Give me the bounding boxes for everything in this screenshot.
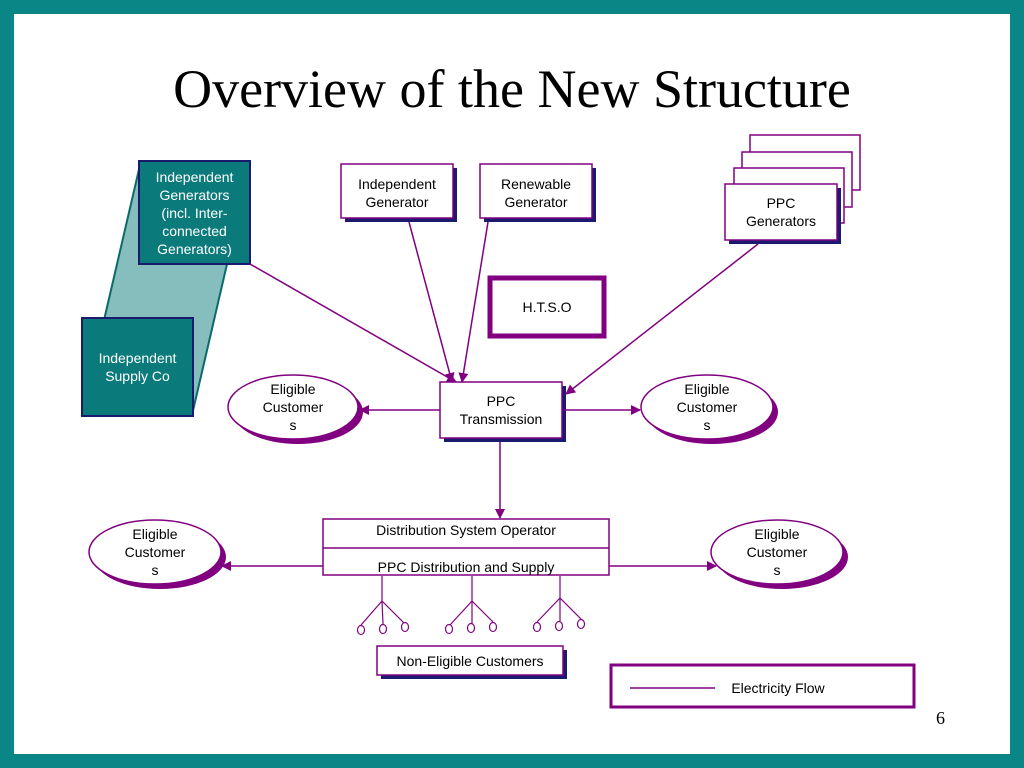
dso-label: Distribution System Operator — [376, 522, 556, 538]
renewable-generator-box — [479, 163, 593, 219]
eligible-customers-left-top — [227, 374, 359, 440]
ppc-generators-box — [724, 183, 838, 241]
ppc-distribution-label: PPC Distribution and Supply — [377, 559, 555, 575]
independent-supply-label: Independent Supply Co — [98, 350, 177, 384]
non-eligible-box — [376, 645, 564, 676]
legend-electricity-flow-label: Electricity Flow — [731, 680, 825, 696]
renewable-generator-label: Renewable Generator — [500, 176, 572, 210]
independent-generators-box — [138, 160, 251, 265]
flow-arrow-indep-gens-to-transmission — [249, 263, 457, 383]
flow-arrow-ppc-gens-to-transmission — [565, 243, 759, 395]
independent-generator-label: Independent Generator — [358, 176, 436, 210]
flow-arrow-indep-generator-to-transmission — [408, 221, 455, 383]
eligible-customers-right-top-label: Eligible Customer s — [676, 381, 738, 433]
slide-title: Overview of the New Structure — [173, 59, 851, 119]
eligible-customers-left-top-label: Eligible Customer s — [262, 381, 324, 433]
htso-box — [487, 275, 607, 339]
distribution-box — [322, 518, 610, 576]
eligible-customers-left-bottom-label: Eligible Customer s — [124, 526, 186, 578]
customer-tree-2-icon — [444, 576, 498, 635]
non-eligible-label: Non-Eligible Customers — [396, 652, 544, 669]
eligible-customers-right-top — [640, 374, 774, 440]
eligible-customers-right-bottom-label: Eligible Customer s — [746, 526, 808, 578]
customer-tree-3-icon — [532, 576, 586, 633]
ppc-transmission-box — [439, 381, 563, 439]
htso-label: H.T.S.O — [522, 299, 572, 315]
independent-generators-label: Independent Generators (incl. Inter- con… — [155, 168, 234, 257]
independent-generator-box — [340, 163, 454, 219]
ppc-transmission-label: PPC Transmission — [459, 393, 543, 427]
customer-tree-1-icon — [356, 576, 410, 636]
legend-box — [609, 663, 916, 709]
eligible-customers-right-bottom — [710, 519, 844, 585]
ppc-generators-label: PPC Generators — [745, 195, 817, 229]
independent-supply-box — [81, 317, 194, 417]
page-number: 6 — [936, 708, 945, 728]
flow-arrow-renewable-to-transmission — [458, 221, 489, 383]
eligible-customers-left-bottom — [88, 519, 222, 585]
